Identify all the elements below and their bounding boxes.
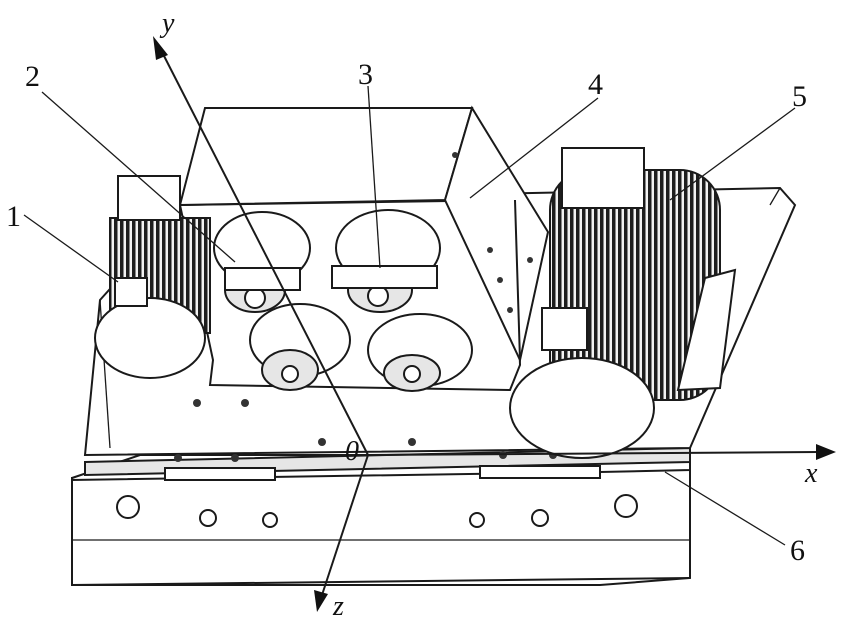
part-label-2: 2	[25, 60, 40, 93]
part-label-3: 3	[358, 58, 373, 91]
base-hole	[469, 512, 485, 528]
leader-lines	[23, 85, 796, 546]
y-axis-line	[161, 51, 369, 456]
origin-label: 0	[345, 436, 359, 467]
y-axis-arrow	[153, 36, 168, 60]
part-label-5: 5	[792, 80, 807, 113]
base-hole	[262, 512, 278, 528]
gear-train	[213, 209, 473, 392]
left-motor	[94, 175, 211, 379]
part-label-4: 4	[588, 68, 603, 101]
y-axis-label: y	[159, 8, 175, 39]
x-axis-arrow	[816, 444, 836, 460]
coordinate-axes	[153, 36, 836, 612]
base-hole	[614, 494, 638, 518]
x-axis-label: x	[804, 458, 818, 489]
z-axis-label: z	[332, 591, 344, 622]
part-label-1: 1	[6, 200, 21, 233]
z-axis-line	[321, 454, 369, 596]
base-hole	[531, 509, 549, 527]
x-axis-line	[367, 451, 821, 456]
right-motor	[509, 147, 737, 459]
base-hole	[116, 495, 140, 519]
base-hole	[199, 509, 217, 527]
gearbox-housing	[178, 105, 550, 364]
z-axis-arrow	[314, 590, 328, 612]
part-label-6: 6	[790, 534, 805, 567]
